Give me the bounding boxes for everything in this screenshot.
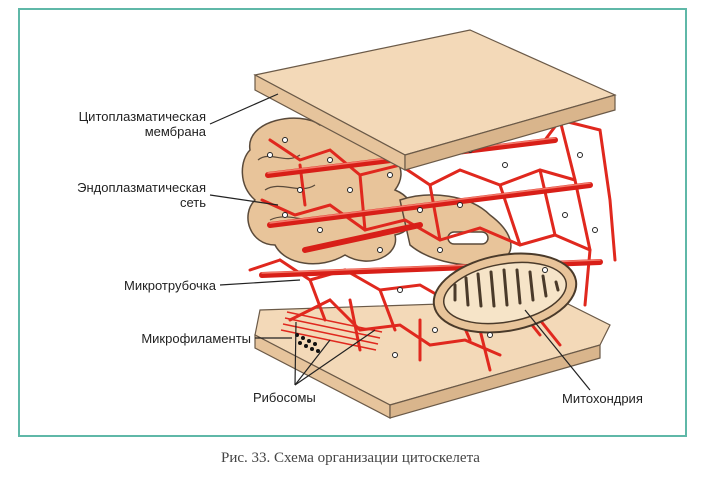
leader-lines [209, 93, 591, 391]
mitochondrion [432, 252, 578, 334]
label-membrane-line1: Цитоплазматическая [78, 109, 206, 124]
label-cytoplasmic-membrane: Цитоплазматическая мембрана [60, 109, 206, 139]
figure-caption: Рис. 33. Схема организации цитоскелета [221, 450, 480, 466]
label-microfilaments: Микрофиламенты [141, 331, 251, 346]
label-er-line1: Эндоплазматическая [77, 180, 206, 195]
label-endoplasmic-reticulum: Эндоплазматическая сеть [60, 180, 206, 210]
label-microtubule: Микротрубочка [123, 278, 216, 293]
label-ribosomes: Рибосомы [253, 390, 316, 405]
label-mitochondria: Митохондрия [562, 391, 643, 406]
ribosome-cluster [295, 333, 320, 353]
label-membrane-line2: мембрана [144, 124, 206, 139]
top-membrane-plate [253, 29, 617, 171]
label-er-line2: сеть [179, 195, 206, 210]
